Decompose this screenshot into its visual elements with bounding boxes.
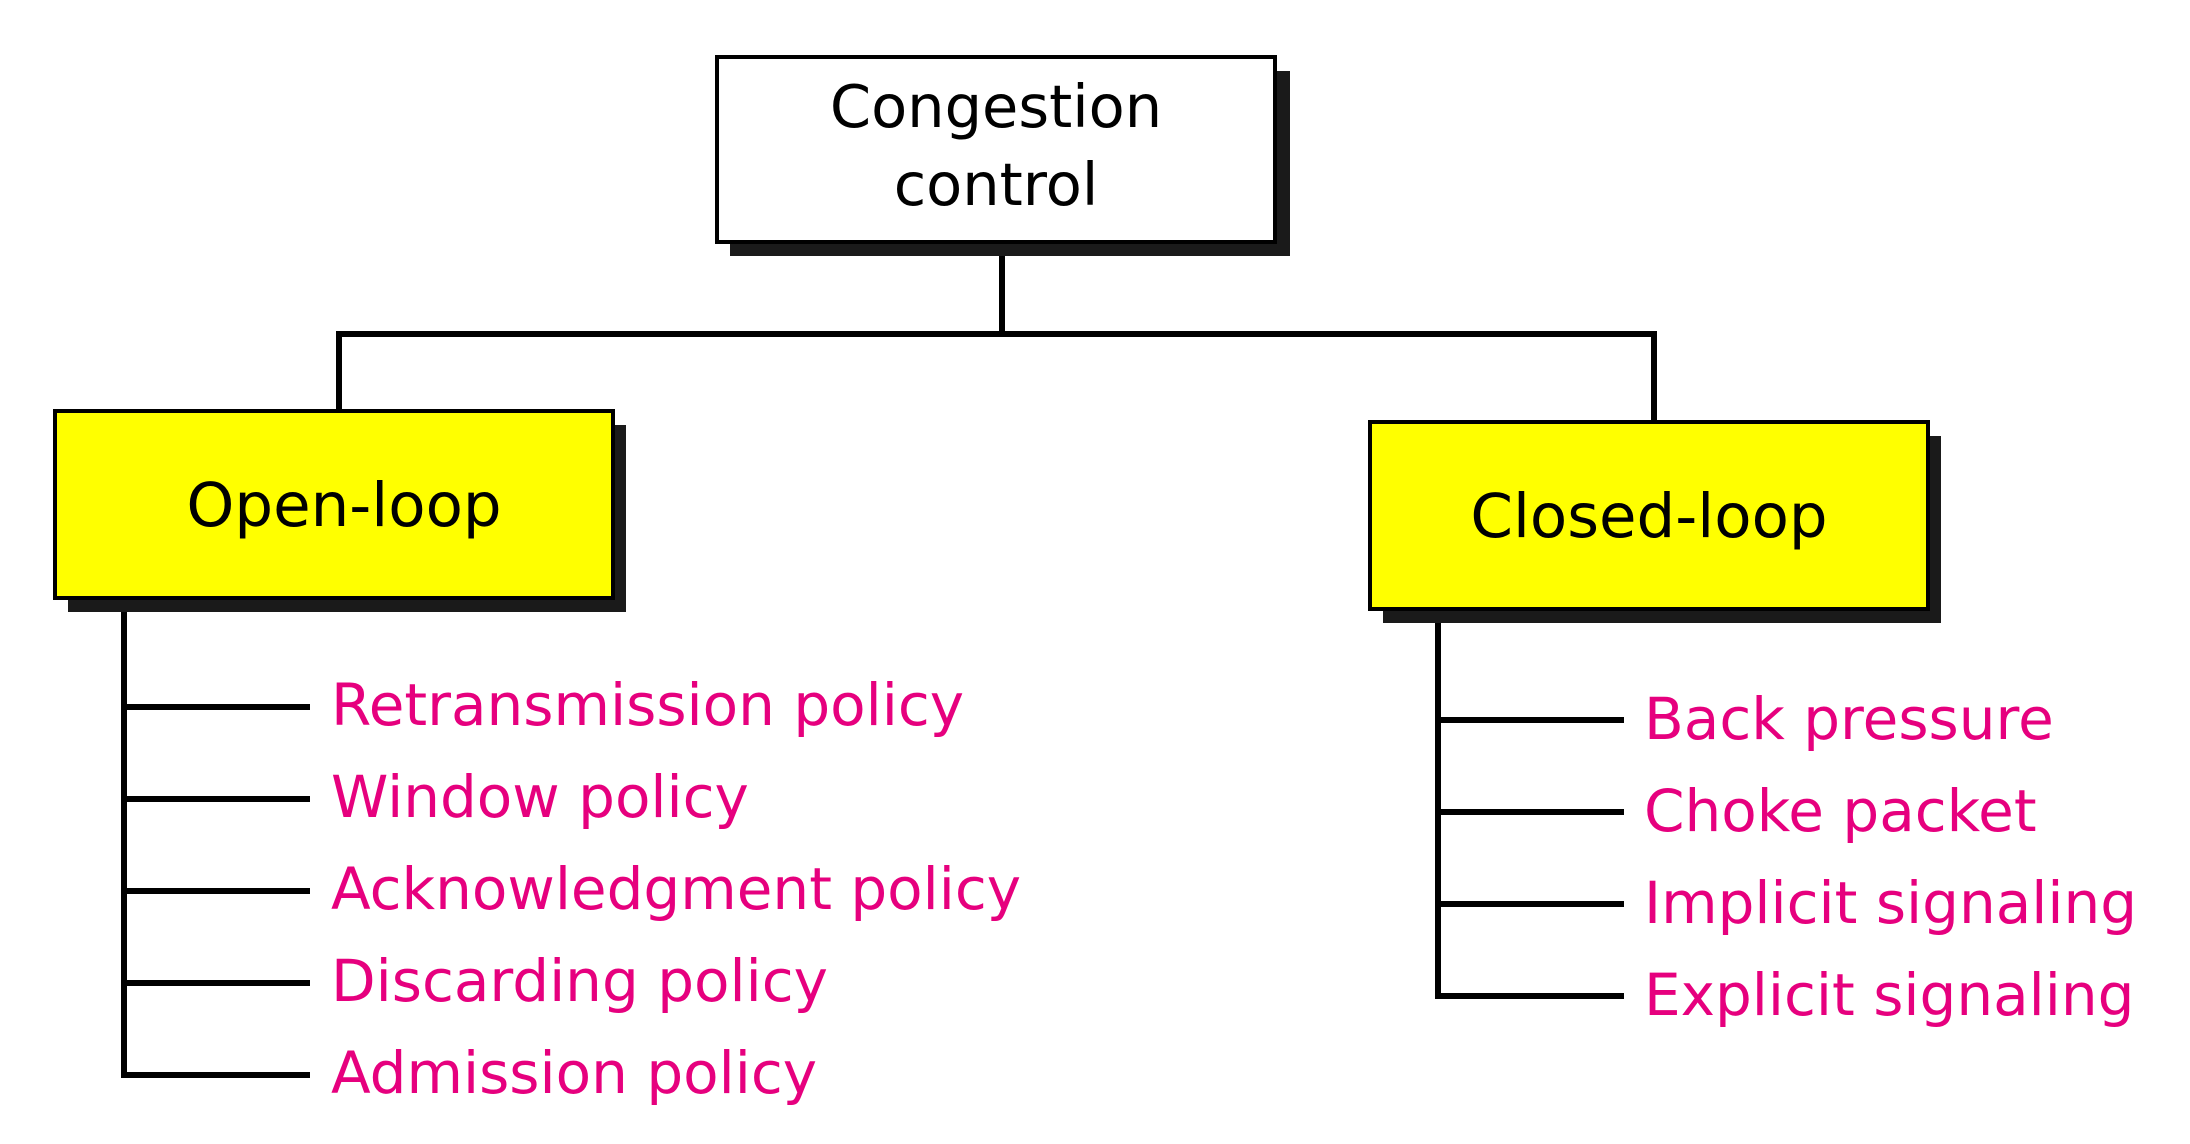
root-box [715, 55, 1277, 244]
open-loop-tree [121, 612, 310, 1078]
open-loop-item: Admission policy [331, 1039, 817, 1107]
root-node: Congestion control [715, 55, 1290, 256]
tree-connectors [336, 242, 1657, 422]
open-loop-item: Discarding policy [331, 947, 828, 1015]
closed-loop-box [1368, 420, 1930, 611]
open-loop-item: Retransmission policy [331, 671, 964, 739]
closed-loop-item: Implicit signaling [1644, 869, 2137, 937]
open-loop-item: Acknowledgment policy [331, 855, 1021, 923]
closed-loop-item: Back pressure [1644, 685, 2054, 753]
root-title-line-1: Congestion [830, 72, 1162, 141]
branch-open-loop: Open-loop Retransmission policy Window p… [53, 409, 1021, 1107]
open-loop-item: Window policy [331, 763, 749, 831]
closed-loop-tree [1435, 623, 1624, 999]
open-loop-box [53, 409, 615, 600]
closed-loop-item: Explicit signaling [1644, 961, 2134, 1029]
closed-loop-item: Choke packet [1644, 777, 2037, 845]
closed-loop-label: Closed-loop [1470, 481, 1827, 552]
branch-closed-loop: Closed-loop Back pressure Choke packet I… [1368, 420, 2137, 1029]
open-loop-label: Open-loop [186, 470, 501, 541]
root-title-line-2: control [894, 150, 1099, 219]
